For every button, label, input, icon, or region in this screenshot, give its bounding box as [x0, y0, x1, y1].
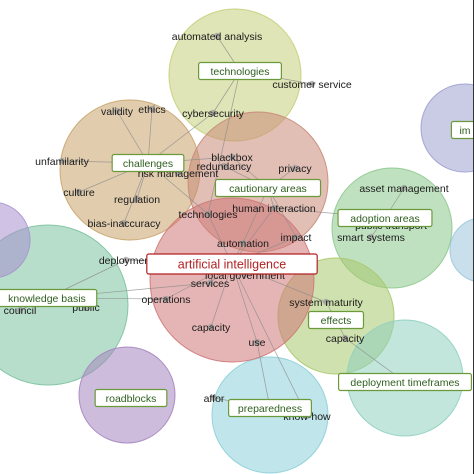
hub-knowledge: knowledge basis	[0, 288, 98, 308]
term-node-dot	[322, 298, 330, 306]
term-label: automated analysis	[172, 31, 262, 43]
term-node-dot	[120, 219, 128, 227]
term-label: operations	[141, 294, 190, 306]
hub-adoption: adoption areas	[337, 208, 433, 228]
term-node-dot	[400, 184, 408, 192]
hub-effects: effects	[307, 310, 365, 330]
hub-timeframes: deployment timeframes	[337, 372, 473, 392]
link-line	[231, 263, 258, 343]
hub-challenges: challenges	[111, 153, 185, 173]
term-label: deployment	[99, 255, 153, 267]
term-label: technologies	[179, 209, 238, 221]
term-label: asset management	[359, 183, 448, 195]
hub-label-technologies: technologies	[211, 66, 270, 78]
term-label: affor	[204, 393, 225, 405]
term-label: council	[4, 305, 37, 317]
term-node-dot	[133, 195, 141, 203]
cluster-bubble-impacts	[420, 83, 474, 173]
cluster-bubble-right_partial	[449, 218, 474, 282]
term-node-dot	[16, 306, 24, 314]
link-line	[256, 341, 271, 409]
term-label: capacity	[326, 333, 365, 345]
term-label: privacy	[278, 163, 312, 175]
term-label: bias-inaccuracy	[88, 218, 162, 230]
term-label: automation	[217, 238, 269, 250]
term-label: cybersecurity	[182, 108, 245, 120]
hub-impacts: im	[450, 120, 474, 140]
term-node-dot	[239, 239, 247, 247]
link-line	[231, 263, 308, 417]
term-node-dot	[210, 394, 218, 402]
term-node-dot	[204, 210, 212, 218]
term-label: capacity	[192, 322, 231, 334]
hub-label-adoption: adoption areas	[350, 213, 419, 225]
hub-roadblocks: roadblocks	[94, 388, 168, 408]
term-label: unfamilarity	[35, 156, 89, 168]
term-node-dot	[253, 338, 261, 346]
link-line	[242, 187, 269, 244]
term-label: regulation	[114, 194, 160, 206]
hub-label-preparedness: preparedness	[238, 403, 302, 415]
term-node-dot	[367, 233, 375, 241]
cluster-bubble-left_partial	[0, 202, 31, 278]
hub-cautionary: cautionary areas	[214, 178, 322, 198]
term-node-dot	[220, 162, 228, 170]
term-label: customer service	[272, 79, 352, 91]
term-node-dot	[75, 188, 83, 196]
term-node-dot	[270, 204, 278, 212]
term-node-dot	[291, 164, 299, 172]
hub-label-center: artificial intelligence	[178, 258, 286, 272]
term-label: smart systems	[337, 232, 405, 244]
term-label: redundancy	[197, 161, 253, 173]
term-node-dot	[58, 157, 66, 165]
term-label: ethics	[138, 104, 165, 116]
term-label: use	[249, 337, 266, 349]
hub-label-challenges: challenges	[123, 158, 173, 170]
term-node-dot	[341, 334, 349, 342]
term-label: system maturity	[289, 297, 363, 309]
term-node-dot	[209, 109, 217, 117]
link-line	[207, 70, 241, 215]
term-label: validity	[101, 106, 134, 118]
term-node-dot	[207, 323, 215, 331]
hub-technologies: technologies	[198, 61, 282, 81]
term-node-dot	[308, 80, 316, 88]
term-label: impact	[281, 232, 312, 244]
term-node-dot	[206, 279, 214, 287]
hub-label-knowledge: knowledge basis	[8, 293, 86, 305]
hub-label-effects: effects	[321, 315, 352, 327]
hub-center: artificial intelligence	[146, 253, 318, 275]
link-line	[123, 162, 149, 224]
term-node-dot	[162, 295, 170, 303]
term-node-dot	[213, 32, 221, 40]
hub-label-timeframes: deployment timeframes	[350, 377, 459, 389]
hub-label-cautionary: cautionary areas	[229, 183, 307, 195]
cluster-bubble-center	[149, 197, 315, 363]
hub-preparedness: preparedness	[228, 398, 312, 418]
term-node-dot	[292, 233, 300, 241]
term-node-dot	[228, 153, 236, 161]
term-label: services	[191, 278, 230, 290]
term-label: culture	[63, 187, 95, 199]
term-node-dot	[122, 256, 130, 264]
term-node-dot	[113, 107, 121, 115]
term-label: blackbox	[211, 152, 253, 164]
term-node-dot	[148, 105, 156, 113]
hub-label-impacts: im	[459, 125, 470, 137]
hub-label-roadblocks: roadblocks	[106, 393, 157, 405]
term-label: human interaction	[232, 203, 316, 215]
